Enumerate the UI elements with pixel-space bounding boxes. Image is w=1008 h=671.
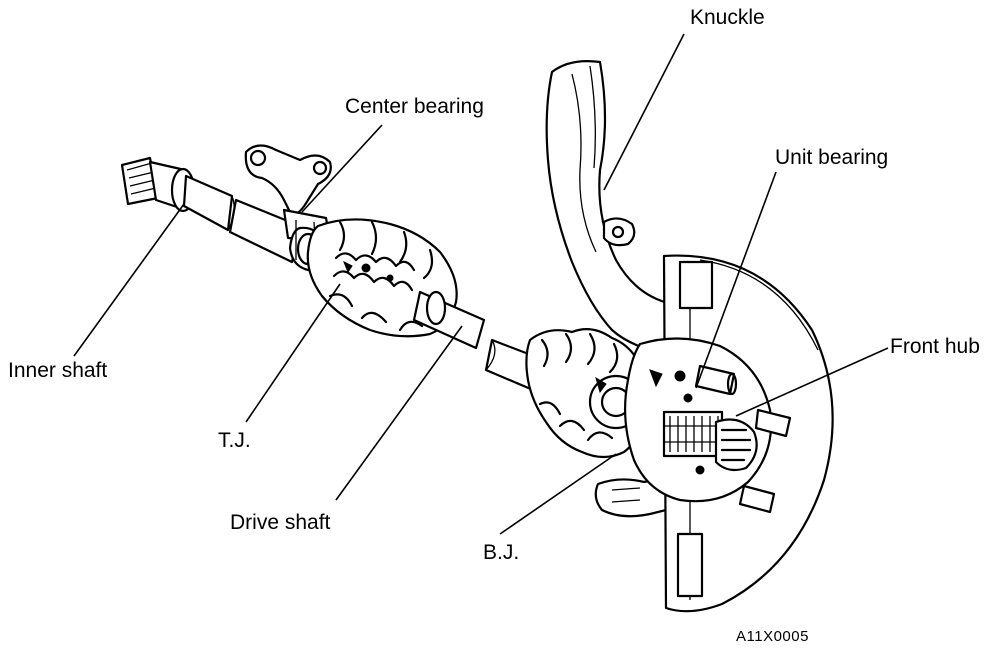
label-unit-bearing: Unit bearing: [775, 146, 889, 169]
leader-center-bearing: [301, 124, 383, 213]
figure-code: A11X0005: [736, 628, 809, 645]
label-bj: B.J.: [483, 541, 520, 564]
front-hub-drawing: [624, 254, 834, 613]
label-center-bearing: Center bearing: [345, 95, 484, 118]
leader-bj: [499, 453, 617, 535]
leader-drive-shaft: [335, 325, 463, 501]
leader-unit-bearing: [695, 171, 777, 389]
leader-tj: [245, 283, 341, 423]
leader-inner-shaft: [73, 203, 185, 357]
leader-front-hub: [735, 347, 889, 417]
label-drive-shaft: Drive shaft: [230, 511, 331, 534]
label-inner-shaft: Inner shaft: [8, 359, 108, 382]
leader-knuckle: [603, 33, 685, 191]
tripod-joint-drawing: [306, 218, 486, 350]
label-tj: T.J.: [218, 429, 251, 452]
leader-lines: [73, 33, 889, 535]
label-front-hub: Front hub: [890, 335, 980, 358]
inner-shaft-drawing: [120, 156, 302, 264]
label-knuckle: Knuckle: [690, 6, 765, 29]
